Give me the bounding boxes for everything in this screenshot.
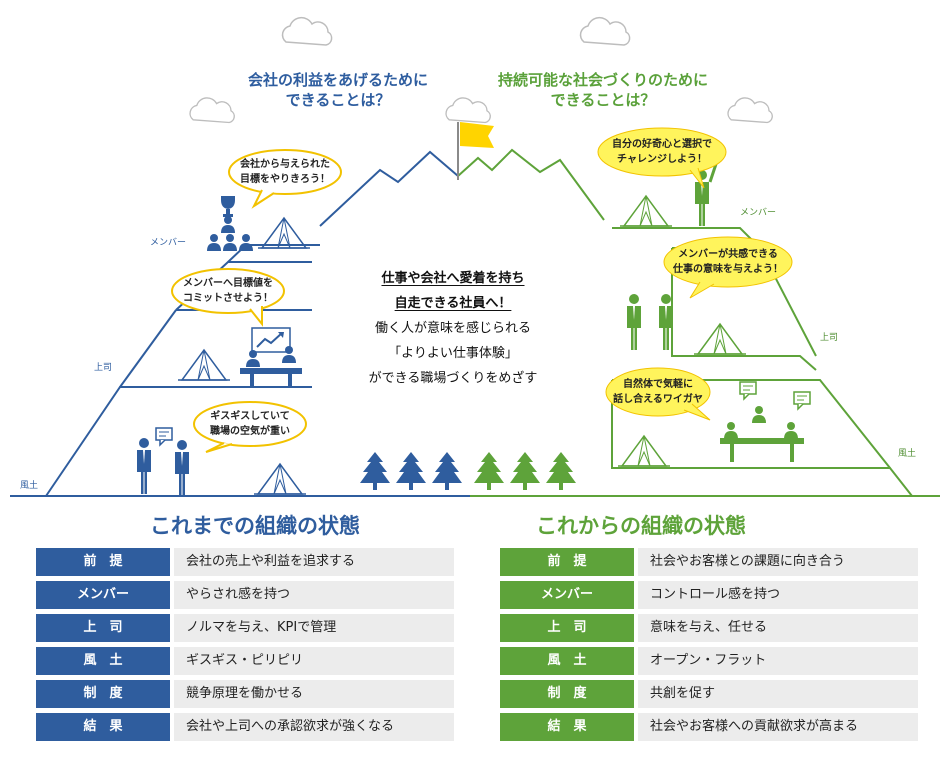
left-question-line-2: できることは？: [285, 91, 391, 109]
bubble-line: 職場の空気が重い: [210, 426, 290, 437]
center-message-line-3: 働く人が意味を感じられる: [374, 321, 531, 336]
speech-icon: [793, 391, 811, 411]
bubble-line: 目標をやりきろう！: [240, 174, 330, 185]
bubble-right-member: 自分の好奇心と選択で チャレンジしよう！: [598, 137, 726, 167]
person-icon: [207, 216, 253, 251]
speech-icon: [155, 427, 173, 447]
row-value: 意味を与え、任せる: [638, 614, 918, 642]
bubble-line: チャレンジしよう！: [617, 154, 707, 165]
bubble-line: 会社から与えられた: [240, 159, 330, 170]
tent-icon: [257, 217, 311, 249]
person-icon: [720, 406, 804, 462]
row-value: やらされ感を持つ: [174, 581, 454, 609]
level-left-boss: 上司: [94, 363, 113, 373]
row-value: オープン・フラット: [638, 647, 918, 675]
tree-icon: [546, 452, 576, 490]
level-left-member: メンバー: [150, 238, 187, 248]
bubble-line: 話し合えるワイガヤ: [613, 394, 703, 405]
bubble-shapes-yellow: [597, 127, 793, 421]
row-value: 社会やお客様との課題に向き合う: [638, 548, 918, 576]
bubble-line: 自分の好奇心と選択で: [612, 139, 712, 150]
level-right-culture: 風土: [898, 449, 917, 459]
level-right-boss: 上司: [820, 333, 839, 343]
row-label: 前 提: [36, 548, 170, 576]
center-message-line-1: 仕事や会社へ愛着を持ち: [381, 271, 525, 286]
row-value: 社会やお客様への貢献欲求が高まる: [638, 713, 918, 741]
row-label: メンバー: [500, 581, 634, 609]
row-value: 共創を促す: [638, 680, 918, 708]
row-label: 風 土: [36, 647, 170, 675]
cloud-icon: [727, 97, 773, 124]
bubble-left-boss: メンバーへ目標値を コミットさせよう！: [174, 276, 282, 306]
level-right-member: メンバー: [740, 208, 777, 218]
cloud-icon: [189, 97, 235, 124]
tent-icon: [177, 349, 231, 381]
tent-icon: [693, 323, 747, 355]
right-section-title: これからの組織の状態: [536, 514, 746, 538]
tent-icon: [619, 195, 673, 227]
trophy-icon: [221, 196, 235, 217]
right-question: 持続可能な社会づくりのために できることは？: [498, 70, 708, 110]
row-value: ノルマを与え、KPIで管理: [174, 614, 454, 642]
tree-icon: [396, 452, 426, 490]
right-question-line-2: できることは？: [550, 91, 656, 109]
bubble-line: メンバーが共感できる: [678, 249, 778, 260]
level-left-culture: 風土: [20, 481, 39, 491]
row-label: 上 司: [36, 614, 170, 642]
row-label: 風 土: [500, 647, 634, 675]
speech-icon: [739, 381, 757, 401]
bubble-line: 自然体で気軽に: [623, 379, 693, 390]
row-label: 制 度: [36, 680, 170, 708]
row-label: 結 果: [500, 713, 634, 741]
cloud-icon: [445, 97, 491, 124]
person-icon: [240, 346, 302, 386]
bubble-line: メンバーへ目標値を: [183, 278, 273, 289]
center-message: 仕事や会社へ愛着を持ち 自走できる社員へ！ 働く人が意味を感じられる 「よりよい…: [318, 266, 588, 391]
row-label: 上 司: [500, 614, 634, 642]
bubble-right-culture: 自然体で気軽に 話し合えるワイガヤ: [606, 377, 710, 407]
cloud-icon: [281, 16, 333, 46]
tree-icon: [360, 452, 390, 490]
chart-board-icon: [251, 327, 291, 353]
row-value: 会社や上司への承認欲求が強くなる: [174, 713, 454, 741]
left-section-title: これまでの組織の状態: [150, 514, 360, 538]
row-value: 会社の売上や利益を追求する: [174, 548, 454, 576]
bubble-left-member: 会社から与えられた 目標をやりきろう！: [231, 157, 339, 187]
left-question: 会社の利益をあげるために できることは？: [248, 70, 428, 110]
tree-icon: [474, 452, 504, 490]
flag-icon: [457, 122, 494, 180]
bubble-line: コミットさせよう！: [183, 293, 273, 304]
row-label: 結 果: [36, 713, 170, 741]
bubble-line: 仕事の意味を与えよう！: [673, 264, 783, 275]
left-question-line-1: 会社の利益をあげるために: [248, 71, 429, 89]
center-message-line-4: 「よりよい仕事体験」: [388, 346, 518, 361]
row-label: 制 度: [500, 680, 634, 708]
row-label: 前 提: [500, 548, 634, 576]
right-question-line-1: 持続可能な社会づくりのために: [498, 71, 709, 89]
cloud-icon: [579, 16, 631, 46]
row-value: コントロール感を持つ: [638, 581, 918, 609]
tent-icon: [617, 435, 671, 467]
row-value: 競争原理を働かせる: [174, 680, 454, 708]
bubble-left-culture: ギスギスしていて 職場の空気が重い: [196, 409, 304, 439]
bubble-shapes: [171, 149, 342, 453]
row-label: メンバー: [36, 581, 170, 609]
person-icon: [137, 438, 189, 496]
row-value: ギスギス・ピリピリ: [174, 647, 454, 675]
tent-icon: [253, 463, 307, 495]
tree-icon: [510, 452, 540, 490]
bubble-line: ギスギスしていて: [210, 411, 290, 422]
tree-icon: [432, 452, 462, 490]
center-message-line-5: ができる職場づくりをめざす: [368, 371, 538, 386]
bubble-right-boss: メンバーが共感できる 仕事の意味を与えよう！: [664, 247, 792, 277]
center-message-line-2: 自走できる社員へ！: [394, 296, 512, 311]
person-icon: [627, 294, 673, 350]
